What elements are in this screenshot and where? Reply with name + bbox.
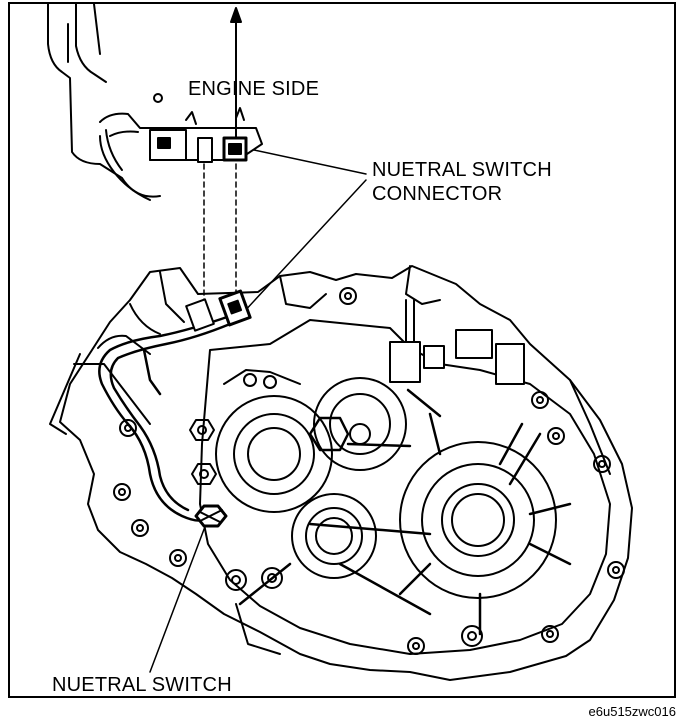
connector-label-line2: CONNECTOR [372,183,503,205]
bearing-bore-lower [291,493,377,579]
leader-lines [149,149,367,673]
neutral-switch-label: NUETRAL SWITCH [52,674,232,696]
transaxle-drawing [47,4,633,681]
bearing-bore-large [399,441,557,599]
case-bolts [113,287,625,655]
figure-code: e6u515zwc016 [588,704,676,719]
engine-side-label: ENGINE SIDE [188,78,320,100]
diagram-frame: ENGINE SIDE NUETRAL SWITCH CONNECTOR NUE… [8,2,676,698]
bearing-bore-top [308,377,407,471]
neutral-switch-connector-label: NUETRAL SWITCH CONNECTOR [372,158,552,206]
upper-bracket-inset [47,4,263,201]
lower-connector [185,289,252,332]
connector-label-line1: NUETRAL SWITCH [372,159,552,181]
engine-side-arrow [230,7,242,145]
projection-lines [203,163,237,305]
bearing-bore-left [215,395,333,513]
wiring-harness [98,314,232,522]
neutral-switch [194,504,228,528]
top-bosses [389,299,525,385]
transaxle-case [49,265,633,681]
